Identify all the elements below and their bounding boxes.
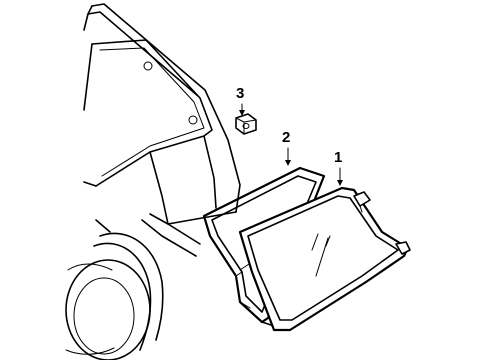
callout-number-3: 3 [236, 85, 244, 102]
callout-3: 3 [236, 85, 245, 116]
wheel [65, 232, 164, 360]
callout-2: 2 [282, 129, 291, 166]
callout-number-2: 2 [282, 129, 290, 146]
vehicle-body [83, 3, 241, 257]
fastener-nut [235, 113, 257, 135]
callout-1: 1 [334, 149, 343, 186]
callout-number-1: 1 [334, 149, 342, 166]
quarter-window-glass [238, 186, 411, 332]
